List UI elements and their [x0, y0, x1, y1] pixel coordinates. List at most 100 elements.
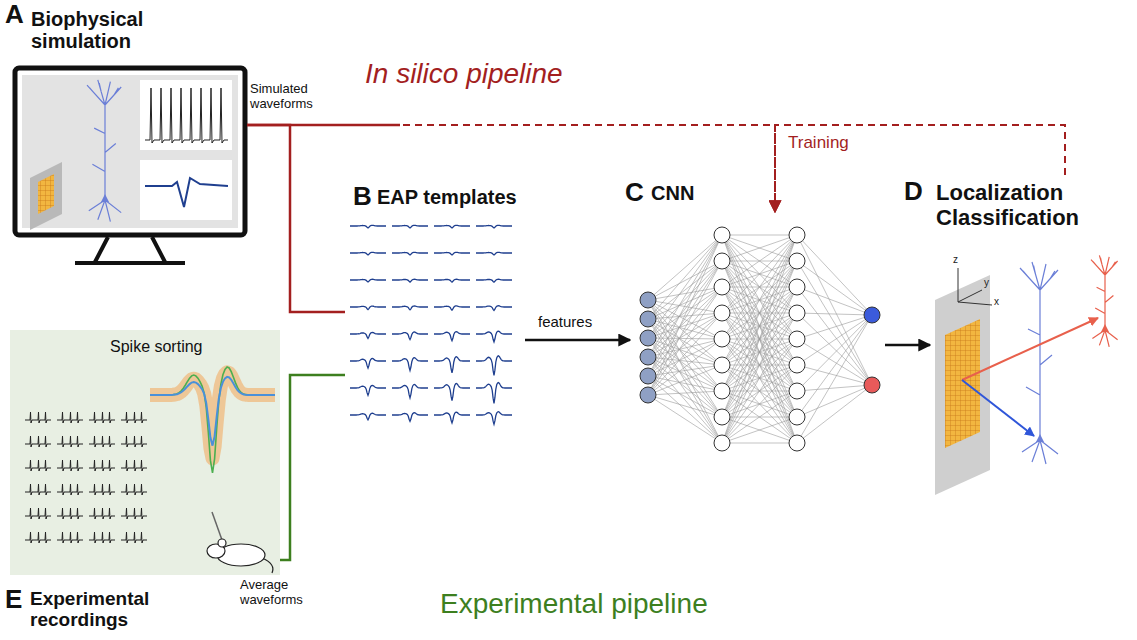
weight-line [648, 338, 722, 417]
weight-line [722, 391, 797, 443]
eap-template-grid [350, 225, 512, 424]
weight-line [648, 365, 722, 395]
weight-line [722, 261, 797, 443]
channel-trace [89, 508, 115, 519]
neuron-morphology [87, 80, 121, 222]
weight-line [797, 315, 872, 391]
channel-trace [89, 484, 115, 495]
neuron-unit [789, 435, 805, 451]
neuron-unit [789, 383, 805, 399]
weight-line [722, 235, 797, 339]
weight-line [648, 376, 722, 443]
position-arrow [962, 380, 1034, 436]
weight-line [722, 235, 797, 236]
weight-line [722, 339, 797, 443]
eap-template [476, 279, 512, 282]
weight-line [797, 235, 872, 385]
axis-label: z [953, 254, 958, 265]
panel-letter: D [904, 177, 923, 206]
weight-line [797, 385, 872, 417]
panel-heading: Experimental recordings [30, 588, 180, 631]
neuron-unit [864, 307, 880, 323]
eap-template [434, 252, 470, 255]
weight-line [648, 313, 722, 395]
panel-ground [10, 330, 280, 575]
neuron-unit [714, 357, 730, 373]
channel-trace [57, 412, 83, 423]
mouse [207, 512, 273, 573]
weight-line [722, 235, 797, 339]
template-grid: BEAP templates [345, 182, 525, 435]
weight-line [648, 319, 722, 365]
monitor [15, 68, 245, 263]
connector [247, 125, 345, 312]
weight-line [648, 338, 722, 365]
channel-trace [25, 532, 51, 543]
channel-trace [121, 532, 147, 543]
edge-label: Simulated waveforms [250, 82, 325, 111]
weight-line [648, 395, 722, 443]
eap-template [350, 332, 386, 338]
eap-template [350, 306, 386, 309]
eap-template [350, 413, 386, 420]
trace-panel [140, 80, 232, 150]
weight-line [648, 261, 722, 319]
neuron-unit [640, 330, 656, 346]
weight-line [722, 365, 797, 443]
cnn-block: CCNN [630, 212, 885, 455]
channel-trace [25, 484, 51, 495]
edge-label: features [538, 314, 592, 331]
weight-line [648, 313, 722, 357]
weight-line [648, 235, 722, 357]
weight-line [722, 365, 797, 443]
recording-panel: EExperimental recordingsSpike sorting [10, 330, 280, 575]
weight-line [722, 391, 797, 443]
simulation-monitor: ABiophysical simulation [5, 0, 247, 237]
weight-line [722, 235, 797, 261]
probe-grid [945, 319, 980, 448]
edge-label: Average waveforms [240, 578, 315, 607]
weight-line [797, 315, 872, 417]
channel-trace [57, 532, 83, 543]
waveform-band [150, 372, 275, 458]
weight-line [722, 235, 797, 261]
weight-line [722, 287, 797, 443]
eap-template [476, 412, 512, 425]
weight-line [648, 235, 722, 395]
eap-template [476, 306, 512, 311]
weight-line [797, 315, 872, 365]
weight-line [722, 235, 797, 391]
weight-line [648, 287, 722, 395]
weight-line [648, 287, 722, 376]
panel-letter: E [5, 585, 22, 614]
channel-trace [57, 484, 83, 495]
eap-template [476, 356, 512, 376]
weight-line [722, 235, 797, 365]
neuron-unit [714, 331, 730, 347]
eap-template [392, 332, 428, 340]
pipeline-title: Experimental pipeline [440, 588, 708, 619]
localization-scene [935, 255, 1118, 495]
eap-template [476, 331, 512, 342]
connector [885, 344, 930, 347]
neuron-unit [789, 409, 805, 425]
eap-template [392, 384, 428, 398]
edge-label: Training [788, 133, 849, 152]
weight-line [648, 319, 722, 443]
channel-trace [121, 412, 147, 423]
weight-line [648, 357, 722, 443]
eap-template [350, 279, 386, 282]
eap-template [350, 358, 386, 368]
eap-template [392, 413, 428, 422]
connector [280, 375, 345, 560]
waveform-envelope [150, 367, 275, 473]
weight-line [797, 313, 872, 315]
weight-line [648, 261, 722, 395]
panel-heading: EAP templates [377, 186, 517, 208]
eap-template [392, 306, 428, 310]
eap-template [434, 225, 470, 228]
axis-label: x [994, 296, 999, 307]
neuron-unit [789, 227, 805, 243]
channel-trace [57, 460, 83, 471]
weight-line [722, 417, 797, 443]
